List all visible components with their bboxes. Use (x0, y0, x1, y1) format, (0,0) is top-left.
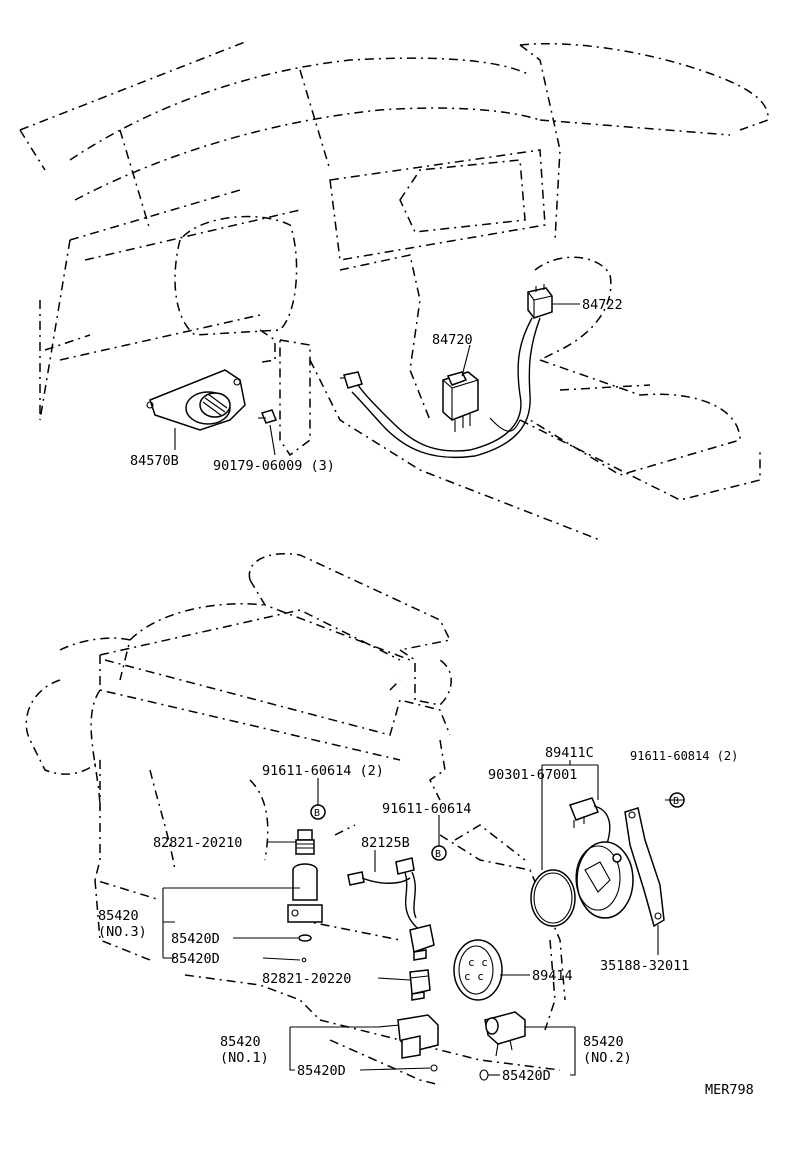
part-90179-bolt[interactable] (258, 409, 278, 424)
label-91611-60614[interactable]: 91611-60614 (382, 801, 471, 817)
part-82125B-wire[interactable] (347, 857, 435, 961)
label-90301-67001[interactable]: 90301-67001 (488, 767, 577, 783)
label-84722[interactable]: 84722 (582, 297, 623, 313)
label-91611-60614-2[interactable]: 91611-60614 (2) (262, 763, 384, 779)
part-82821-20220-sensor[interactable] (409, 969, 431, 1001)
part-84722-connector[interactable] (527, 284, 553, 319)
label-35188-32011[interactable]: 35188-32011 (600, 958, 689, 974)
label-85420D-b[interactable]: 85420D (171, 951, 220, 967)
part-89414-disc[interactable]: c c c c (453, 939, 503, 1001)
label-85420-no1-sub: (NO.1) (220, 1050, 269, 1066)
label-91611-60814-2[interactable]: 91611-60814 (2) (630, 749, 738, 763)
label-89411C[interactable]: 89411C (545, 745, 594, 761)
label-85420-no3[interactable]: 85420 (98, 908, 139, 924)
svg-text:B: B (673, 796, 679, 807)
wire-harness-upper (340, 317, 541, 459)
label-85420D-c[interactable]: 85420D (297, 1063, 346, 1079)
drawing-code: MER798 (705, 1082, 754, 1098)
label-82125B[interactable]: 82125B (361, 835, 410, 851)
label-82821-20220[interactable]: 82821-20220 (262, 971, 351, 987)
label-85420-no2-sub: (NO.2) (583, 1050, 632, 1066)
label-84570B[interactable]: 84570B (130, 453, 179, 469)
marker-b-1: B (310, 804, 326, 820)
part-90301-oring[interactable] (530, 869, 576, 927)
marker-b-2: B (431, 845, 447, 861)
svg-text:B: B (314, 808, 320, 819)
label-82821-20210[interactable]: 82821-20210 (153, 835, 242, 851)
part-82821-20210-sensor[interactable] (295, 829, 315, 855)
svg-text:c c: c c (464, 970, 484, 983)
part-35188-32011-bracket[interactable] (624, 807, 665, 928)
part-85420-no1-sensor[interactable] (377, 1014, 439, 1072)
svg-text:c c: c c (468, 956, 488, 969)
part-85420-no3-sensor[interactable] (287, 863, 323, 963)
label-89414[interactable]: 89414 (532, 968, 573, 984)
label-85420-no2[interactable]: 85420 (583, 1034, 624, 1050)
svg-text:B: B (435, 849, 441, 860)
label-85420-no3-sub: (NO.3) (98, 924, 147, 940)
part-84720-relay[interactable] (442, 371, 479, 432)
label-85420D-a[interactable]: 85420D (171, 931, 220, 947)
upper-leader-lines (174, 303, 580, 456)
label-90179-06009[interactable]: 90179-06009 (3) (213, 458, 335, 474)
label-85420-no1[interactable]: 85420 (220, 1034, 261, 1050)
part-89411C-sensor[interactable] (569, 797, 634, 919)
label-84720[interactable]: 84720 (432, 332, 473, 348)
engine-outline (25, 553, 566, 1086)
lower-leader-lines (162, 760, 684, 1076)
vehicle-interior-outline (19, 41, 769, 541)
part-84570B-bracket[interactable] (146, 369, 246, 431)
label-85420D-d[interactable]: 85420D (502, 1068, 551, 1084)
